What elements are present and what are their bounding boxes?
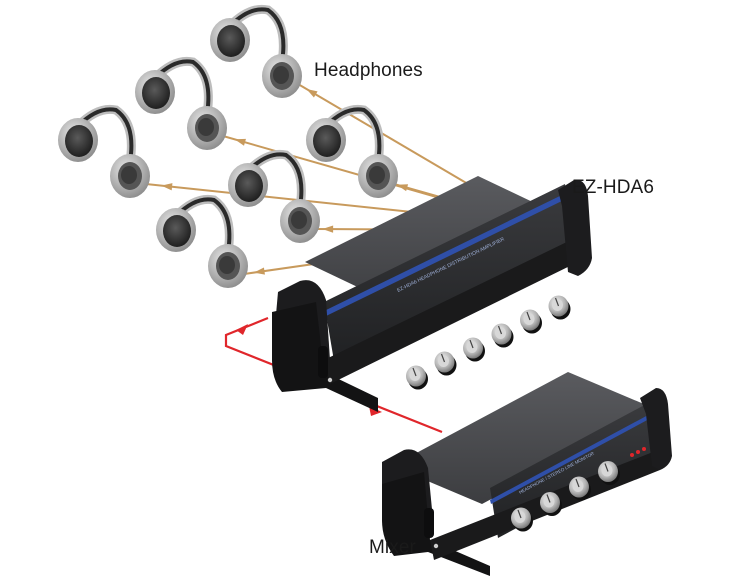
mixer-unit: HEADPHONE / STEREO LINE MONITOR — [382, 372, 672, 576]
volume-knob-icon — [569, 476, 591, 501]
mixer-foot — [424, 508, 434, 538]
mixer-top-panel — [392, 372, 658, 504]
headphones-icon — [228, 149, 320, 243]
mixer-screw — [433, 543, 439, 549]
mixer-status-led — [630, 453, 634, 457]
mixer-status-led — [642, 447, 646, 451]
accent-stripe — [490, 414, 651, 504]
mixer-label: Mixer — [369, 537, 416, 558]
headphones-group — [58, 4, 398, 288]
headphones-icon — [210, 4, 302, 98]
headphones-icon — [58, 104, 150, 198]
volume-knob-icon — [434, 351, 457, 376]
volume-knob-icon — [463, 337, 485, 362]
arrowhead-icon — [236, 324, 248, 335]
volume-knob-icon — [548, 295, 571, 320]
mixer-left-endcap-front — [382, 472, 490, 576]
arrowhead-icon — [161, 183, 173, 191]
device-label: EZ-HDA6 — [572, 177, 654, 198]
arrowhead-icon — [306, 88, 318, 98]
amplifier-foot — [318, 346, 328, 378]
amplifier-right-endcap — [558, 179, 592, 276]
amplifier-base-front — [324, 238, 578, 384]
arrowhead-icon — [234, 138, 246, 146]
headphones-icon — [306, 104, 398, 198]
amplifier-left-endcap-front — [272, 302, 378, 412]
headphone-cable — [145, 183, 413, 213]
volume-knob-icon — [598, 461, 620, 485]
arrowhead-icon — [322, 225, 334, 233]
volume-knob-icon — [511, 507, 533, 532]
headphones-icon — [135, 56, 227, 150]
mixer-knobs — [511, 461, 620, 532]
headphone-cable — [297, 83, 469, 185]
accent-stripe — [322, 194, 566, 317]
amplifier-knobs — [406, 295, 571, 390]
volume-knob-icon — [406, 365, 428, 390]
volume-knob-icon — [491, 323, 514, 348]
amplifier-faceplate — [324, 184, 575, 361]
amplifier-screw — [327, 377, 333, 383]
headphones-label: Headphones — [314, 60, 423, 81]
volume-knob-icon — [540, 492, 562, 516]
volume-knob-icon — [520, 309, 542, 334]
arrowhead-icon — [253, 267, 265, 275]
ez-hda6-amplifier: EZ-HDA6 HEADPHONE DISTRIBUTION AMPLIFIER — [272, 176, 592, 412]
mixer-right-endcap — [640, 388, 672, 470]
arrowhead-icon — [396, 184, 409, 192]
headphones-icon — [156, 194, 248, 288]
mixer-status-led — [636, 450, 640, 454]
